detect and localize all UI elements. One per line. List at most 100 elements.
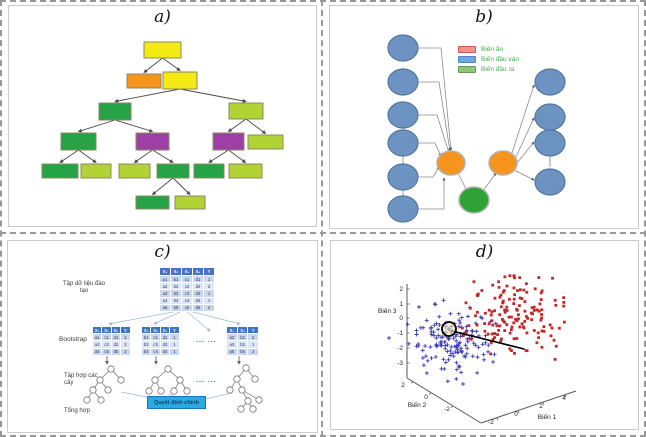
scatter-point-plus <box>474 329 479 334</box>
scatter-point-plus <box>457 365 462 370</box>
tree-node <box>226 386 234 394</box>
scatter-point-square <box>530 318 534 322</box>
scatter-point-square <box>537 276 541 279</box>
scatter-point-plus <box>465 346 470 351</box>
table-cell: c1 <box>101 332 112 342</box>
scatter-point-square <box>493 309 496 313</box>
grid-divider-horizontal <box>0 232 646 234</box>
axis-text: 0 <box>514 411 518 418</box>
tree-node <box>107 365 115 373</box>
scatter-point-square <box>535 341 539 345</box>
scatter-point-square <box>518 304 521 308</box>
tree-edge <box>114 88 181 103</box>
scatter-point-square <box>490 332 494 336</box>
table-cell: c5 <box>101 347 112 356</box>
scatter-point-square <box>553 357 557 361</box>
x-axis-label: Biến 1 <box>538 412 557 421</box>
tree-node-lime <box>247 134 284 150</box>
col-header: X₂ <box>236 326 249 334</box>
tick-mark <box>428 392 432 395</box>
scatter-point-plus <box>442 366 447 371</box>
scatter-point-plus <box>453 334 458 339</box>
scatter-point-square <box>525 290 529 294</box>
table-cell: c4 <box>150 347 161 356</box>
scatter-point-plus <box>423 354 428 359</box>
y-axis <box>406 377 482 424</box>
series-class-blue <box>405 298 498 384</box>
scatter-point-square <box>475 323 479 327</box>
query-circle-marker <box>441 321 457 337</box>
spread-arrow <box>108 310 179 326</box>
col-header: X₁ <box>226 326 238 334</box>
table-cell: d1 <box>192 274 204 284</box>
tree-node <box>176 376 184 384</box>
grid-divider-vertical <box>321 0 323 437</box>
table-cell: 1 <box>169 340 180 349</box>
axis-text: 2 <box>539 403 543 410</box>
table-cell: b3 <box>236 340 249 349</box>
tree-node <box>170 387 178 395</box>
panel-b-title: b) <box>475 7 493 27</box>
col-header: X₁ <box>159 267 171 276</box>
table-cell: b2 <box>170 282 182 291</box>
scatter-point-plus <box>428 345 433 350</box>
table-cell: d1 <box>159 332 171 342</box>
col-header: Y <box>247 326 260 334</box>
table-cell: b5 <box>236 347 249 356</box>
col-header: X₂ <box>150 326 161 334</box>
scatter-point-square <box>512 297 516 301</box>
scatter-point-plus <box>465 337 470 342</box>
scatter-point-plus <box>441 298 446 303</box>
scatter-point-square <box>505 323 509 326</box>
table-cell: 2 <box>203 303 215 312</box>
scatter-point-plus <box>459 349 464 354</box>
table-cell: b4 <box>140 347 152 356</box>
scatter-point-square <box>513 351 516 355</box>
table-cell: c5 <box>181 303 193 312</box>
connection-arrow <box>514 117 535 160</box>
tree-edge <box>151 177 174 196</box>
tick-mark <box>542 401 545 405</box>
scatter-point-plus <box>486 349 491 354</box>
y-axis-label: Biến 2 <box>408 400 427 409</box>
scatter-point-square <box>540 313 544 316</box>
input-node <box>534 103 566 131</box>
scatter-point-square <box>486 332 490 336</box>
tree-node-green <box>41 163 79 179</box>
scatter-point-plus <box>478 315 483 320</box>
table-cell: d4 <box>192 296 204 305</box>
aggregate-connector <box>204 392 233 400</box>
scatter-point-square <box>524 282 528 286</box>
scatter-point-square <box>497 280 500 284</box>
table-cell: 2 <box>247 332 260 342</box>
scatter-point-plus <box>454 377 459 382</box>
tree-edge <box>152 149 174 163</box>
tree-edge <box>143 57 163 73</box>
connection-arrow <box>418 47 453 151</box>
tree-edge <box>208 149 229 163</box>
scatter-point-square <box>538 302 542 306</box>
scatter-point-plus <box>454 343 459 348</box>
scatter-point-square <box>525 331 529 335</box>
scatter-point-plus <box>425 358 430 363</box>
scatter-point-plus <box>454 338 459 343</box>
scatter-point-square <box>532 305 536 309</box>
scatter-point-plus <box>437 314 442 319</box>
scatter-point-plus <box>459 370 464 375</box>
scatter-point-square <box>530 306 534 310</box>
scatter-point-square <box>525 315 528 318</box>
connection-arrow <box>482 172 497 192</box>
scatter-point-square <box>499 305 503 309</box>
scatter-point-plus <box>434 335 439 340</box>
scatter-point-square <box>493 336 496 339</box>
table-cell: a5 <box>226 347 238 356</box>
scatter-point-plus <box>424 318 429 323</box>
table-cell: d2 <box>192 282 204 291</box>
scatter-point-square <box>500 337 503 341</box>
scatter-point-plus <box>491 359 496 364</box>
